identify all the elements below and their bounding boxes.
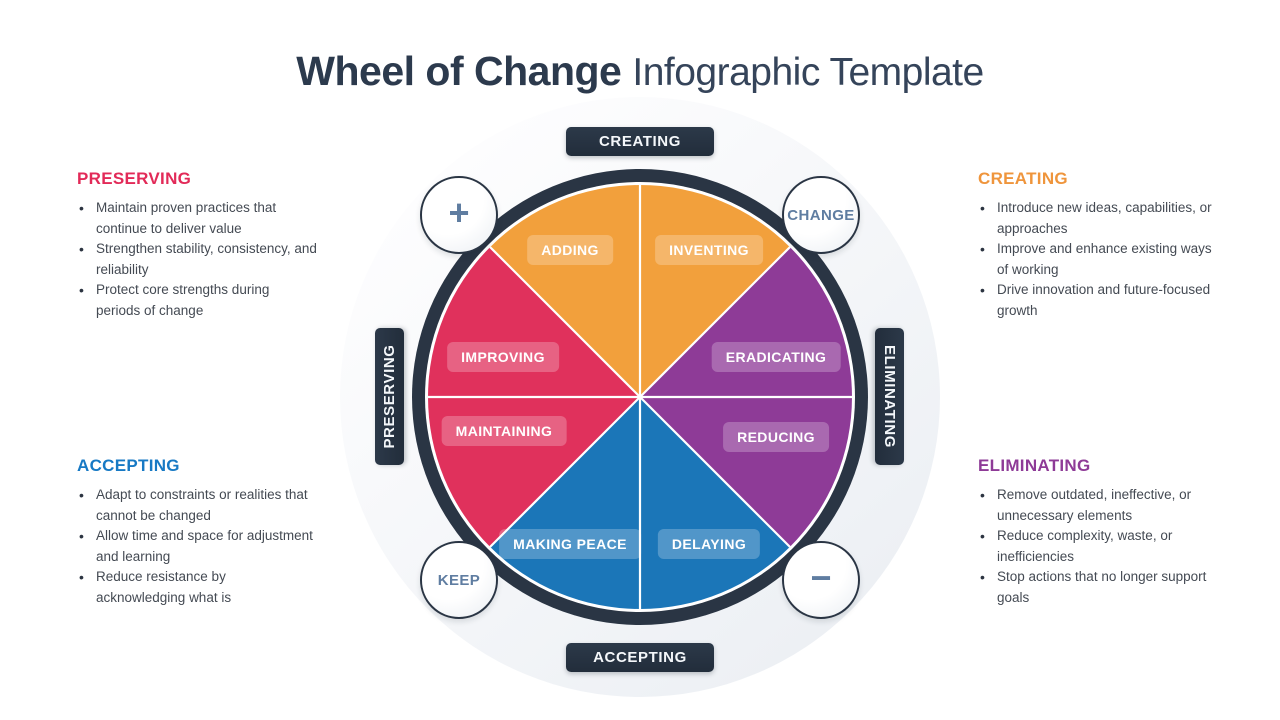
section-accepting-heading: ACCEPTING xyxy=(77,456,180,475)
segment-label-reducing: REDUCING xyxy=(723,422,829,452)
list-item: Stop actions that no longer support goal… xyxy=(978,567,1213,608)
list-item: Protect core strengths during periods of… xyxy=(77,280,317,321)
section-creating: CREATING Introduce new ideas, capabiliti… xyxy=(978,169,1213,321)
segment-label-eradicating: ERADICATING xyxy=(711,342,841,372)
rim-label-eliminating: ELIMINATING xyxy=(875,328,904,465)
section-eliminating-heading: ELIMINATING xyxy=(978,456,1091,475)
list-item: Strengthen stability, consistency, and r… xyxy=(77,239,317,280)
section-accepting-list: Adapt to constraints or realities that c… xyxy=(77,485,317,608)
page-title-secondary: Infographic Template xyxy=(632,51,984,94)
segment-label-making-peace: MAKING PEACE xyxy=(499,529,641,559)
section-preserving-heading: PRESERVING xyxy=(77,169,192,188)
section-eliminating: ELIMINATING Remove outdated, ineffective… xyxy=(978,456,1213,608)
list-item: Maintain proven practices that continue … xyxy=(77,198,317,239)
segment-label-maintaining: MAINTAINING xyxy=(441,416,567,446)
list-item: Reduce complexity, waste, or inefficienc… xyxy=(978,526,1213,567)
plus-badge: + xyxy=(420,176,498,254)
wheel-of-change-diagram xyxy=(412,169,868,625)
section-creating-list: Introduce new ideas, capabilities, or ap… xyxy=(978,198,1213,321)
rim-label-accepting: ACCEPTING xyxy=(566,643,714,672)
section-eliminating-list: Remove outdated, ineffective, or unneces… xyxy=(978,485,1213,608)
list-item: Reduce resistance by acknowledging what … xyxy=(77,567,317,608)
section-preserving-list: Maintain proven practices that continue … xyxy=(77,198,317,321)
section-accepting: ACCEPTING Adapt to constraints or realit… xyxy=(77,456,317,608)
minus-badge: − xyxy=(782,541,860,619)
rim-label-creating: CREATING xyxy=(566,127,714,156)
list-item: Allow time and space for adjustment and … xyxy=(77,526,317,567)
section-preserving: PRESERVING Maintain proven practices tha… xyxy=(77,169,317,321)
rim-label-preserving: PRESERVING xyxy=(375,328,404,465)
segment-label-delaying: DELAYING xyxy=(657,529,761,559)
keep-badge: KEEP xyxy=(420,541,498,619)
section-creating-heading: CREATING xyxy=(978,169,1068,188)
list-item: Adapt to constraints or realities that c… xyxy=(77,485,317,526)
segment-label-inventing: INVENTING xyxy=(655,235,763,265)
segment-label-improving: IMPROVING xyxy=(447,342,559,372)
change-badge: CHANGE xyxy=(782,176,860,254)
list-item: Introduce new ideas, capabilities, or ap… xyxy=(978,198,1213,239)
list-item: Improve and enhance existing ways of wor… xyxy=(978,239,1213,280)
segment-divider-lines xyxy=(428,185,852,609)
page-title-primary: Wheel of Change xyxy=(296,48,622,94)
segment-label-adding: ADDING xyxy=(527,235,613,265)
list-item: Remove outdated, ineffective, or unneces… xyxy=(978,485,1213,526)
list-item: Drive innovation and future-focused grow… xyxy=(978,280,1213,321)
